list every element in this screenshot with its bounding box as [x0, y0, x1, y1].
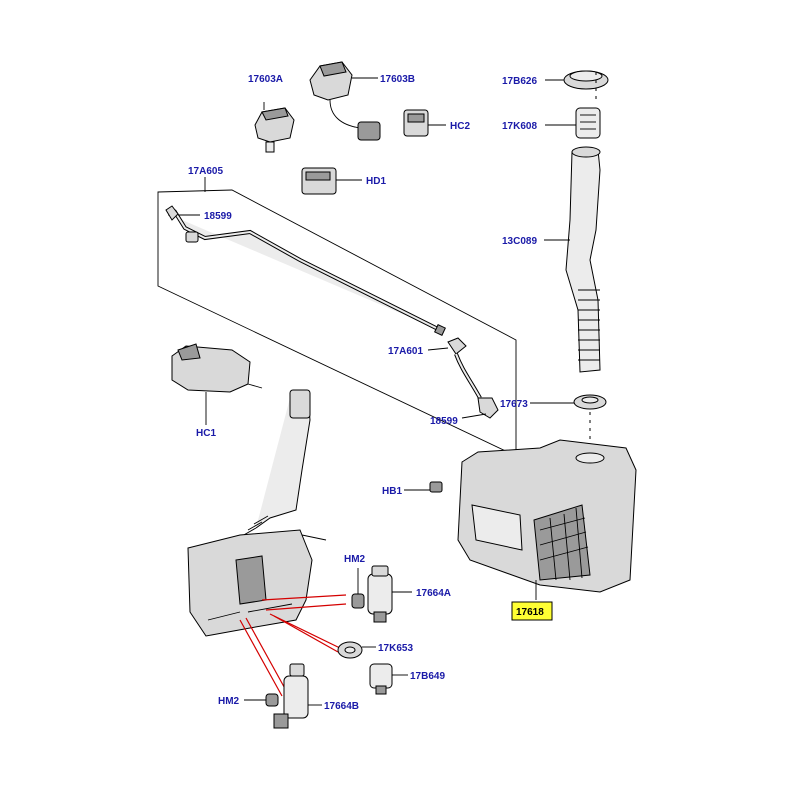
highlight-box-17618	[511, 601, 553, 621]
label-18599-bottom: 18599	[430, 416, 458, 427]
washer-hose-17a605[interactable]	[167, 209, 446, 336]
label-17a605: 17A605	[188, 166, 223, 177]
washer-pump-17664b[interactable]	[273, 663, 322, 729]
label-17603a: 17603A	[248, 74, 283, 85]
hose-kit-box-17a605	[157, 177, 517, 457]
filler-filter-17k608[interactable]	[545, 107, 601, 139]
elbow-connector-18599-bottom[interactable]	[461, 397, 499, 419]
label-hc2: HC2	[450, 121, 470, 132]
washer-jet-17603b[interactable]	[309, 61, 381, 141]
pump-grommet-hm2-bottom[interactable]	[244, 693, 279, 707]
label-17603b: 17603B	[380, 74, 415, 85]
washer-jet-17603a[interactable]	[254, 102, 295, 153]
pump-connector-lines	[239, 594, 347, 697]
label-17664b: 17664B	[324, 701, 359, 712]
label-17673: 17673	[500, 399, 528, 410]
pump-grommet-hm2-top[interactable]	[351, 568, 365, 609]
label-18599-top: 18599	[204, 211, 232, 222]
reservoir-17618[interactable]	[457, 439, 637, 600]
label-17a601: 17A601	[388, 346, 423, 357]
label-hb1: HB1	[382, 486, 402, 497]
label-17664a: 17664A	[416, 588, 451, 599]
level-sensor-17b649[interactable]	[369, 663, 408, 695]
label-17b626: 17B626	[502, 76, 537, 87]
filler-seal-17673[interactable]	[530, 394, 607, 410]
label-17b649: 17B649	[410, 671, 445, 682]
pump-seal-17k653[interactable]	[337, 641, 376, 659]
elbow-connector-18599-top[interactable]	[165, 205, 200, 221]
reservoir-assembly-left[interactable]	[187, 389, 327, 637]
washer-pump-17664a[interactable]	[367, 565, 412, 623]
label-17618: 17618	[516, 607, 544, 618]
label-hm2-top: HM2	[344, 554, 366, 565]
label-hm2-bottom: HM2	[218, 696, 240, 707]
reservoir-cover-hc1[interactable]	[171, 343, 263, 425]
filler-neck-13c089[interactable]	[544, 146, 601, 373]
t-connector-17a601[interactable]	[427, 337, 482, 399]
bolt-hb1[interactable]	[404, 481, 443, 493]
connector-hd1[interactable]	[301, 167, 362, 195]
label-17k608: 17K608	[502, 121, 537, 132]
label-hd1: HD1	[366, 176, 386, 187]
filler-cap-17b626[interactable]	[545, 70, 609, 90]
label-13c089: 13C089	[502, 236, 537, 247]
connector-hc2[interactable]	[403, 109, 446, 137]
label-17k653: 17K653	[378, 643, 413, 654]
label-hc1: HC1	[196, 428, 216, 439]
